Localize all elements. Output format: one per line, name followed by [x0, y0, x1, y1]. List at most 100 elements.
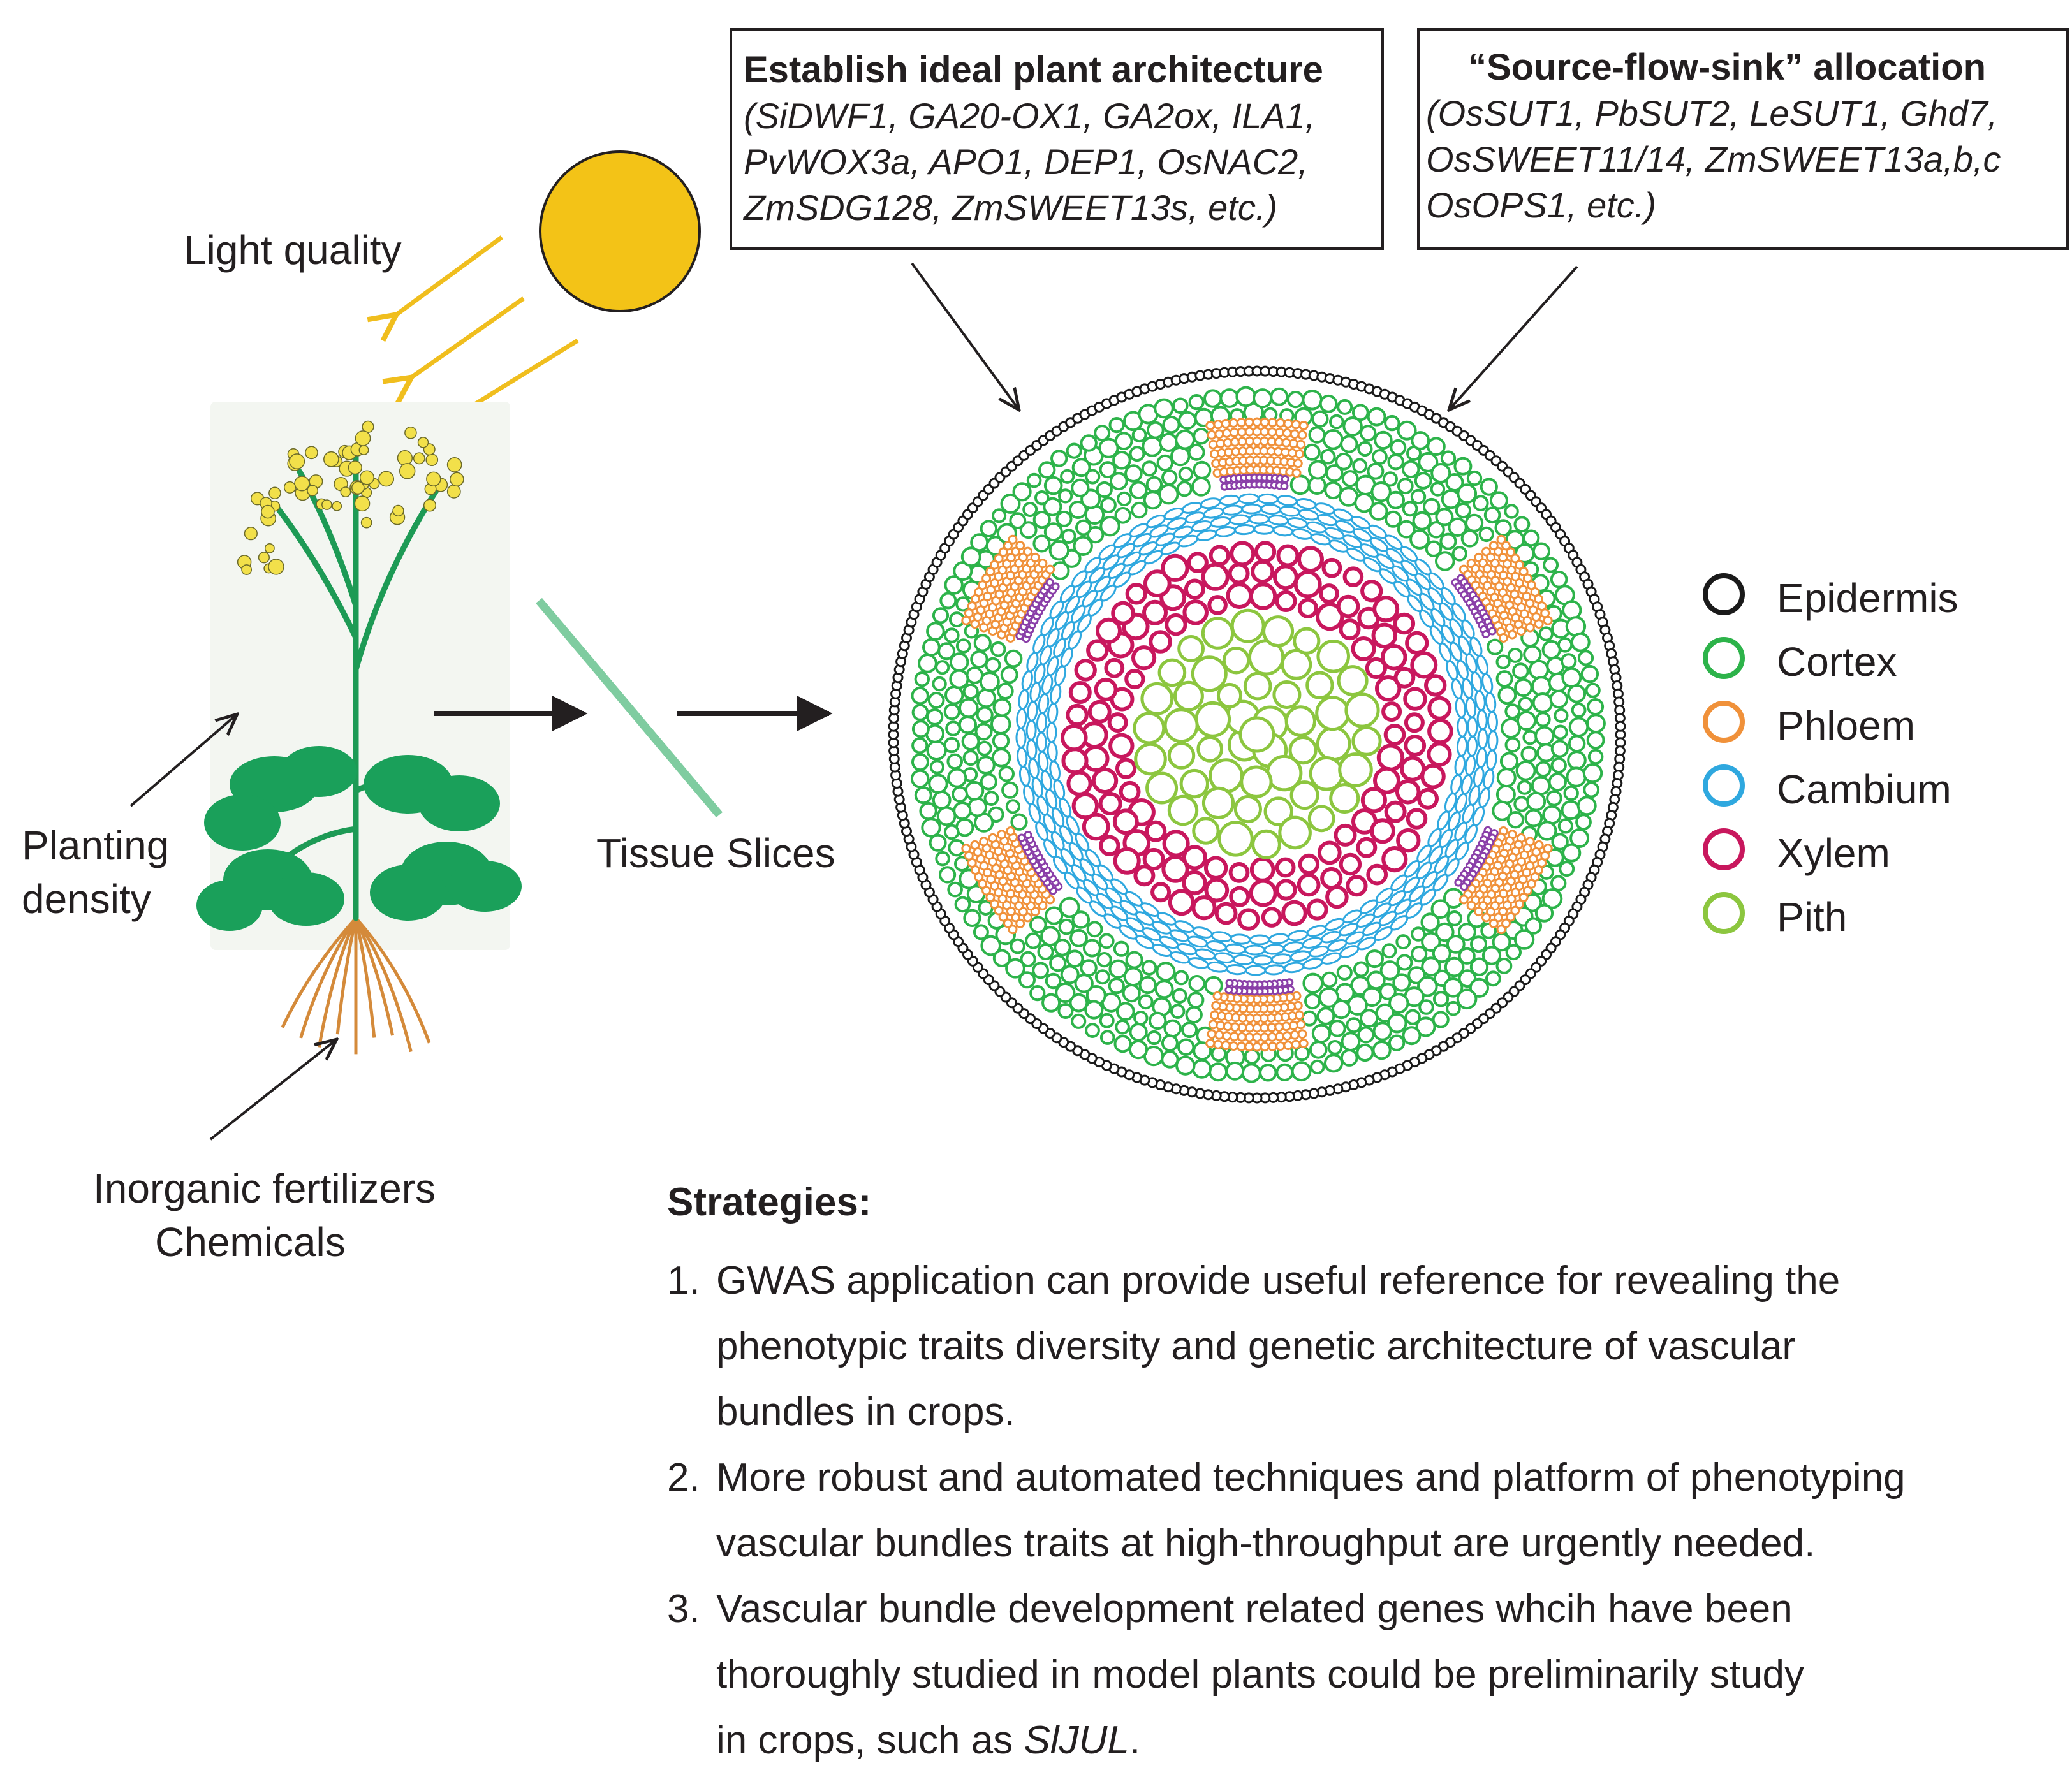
tissue-cell [974, 722, 993, 741]
tissue-cell [1367, 407, 1386, 427]
tissue-cell [929, 759, 945, 775]
epidermis-cell [1615, 720, 1626, 732]
tissue-cell [1032, 511, 1051, 529]
phloem-cell [1498, 906, 1508, 916]
tissue-cell [1054, 939, 1071, 956]
tissue-cell [1055, 982, 1076, 1004]
tissue-cell [1504, 736, 1521, 753]
tissue-cell [1175, 429, 1195, 450]
phloem-cell [1506, 547, 1516, 557]
cambium-cell [1268, 933, 1289, 944]
tissue-cell [1549, 689, 1569, 709]
tissue-cell [1249, 857, 1275, 882]
tissue-slices-label: Tissue Slices [596, 830, 835, 876]
flower-dot [321, 499, 332, 510]
tissue-cell [1342, 566, 1364, 588]
tissue-cell [1133, 865, 1156, 887]
allocation-box-line: OsSWEET11/14, ZmSWEET13a,b,c [1426, 139, 2001, 179]
tissue-cell [1342, 416, 1363, 437]
tissue-cell [1370, 481, 1392, 502]
phloem-cell [979, 837, 989, 847]
tissue-cell [980, 520, 998, 538]
tissue-cell [1562, 843, 1582, 863]
tissue-cell [1372, 1021, 1392, 1041]
tissue-cell [1163, 1019, 1182, 1038]
tissue-cell [1249, 582, 1277, 610]
light-ray [466, 339, 579, 410]
flower-dot [397, 450, 413, 466]
tissue-cell [1583, 781, 1600, 798]
cambium-cell [1241, 503, 1263, 515]
cambium-cell [1244, 944, 1266, 956]
strategy-line: phenotypic traits diversity and genetic … [716, 1324, 1796, 1368]
tissue-cell [1131, 645, 1157, 671]
tissue-cell [1576, 796, 1597, 816]
strategies-section: Strategies: 1. GWAS application can prov… [667, 1180, 2057, 1773]
tissue-cell [1396, 954, 1413, 971]
tissue-cell [1099, 835, 1120, 857]
tissue-cell [926, 708, 944, 726]
tissue-cell [976, 688, 996, 708]
tissue-cell [1182, 870, 1207, 896]
phloem-cell [1214, 1030, 1224, 1040]
tissue-cell [1133, 712, 1166, 745]
tissue-cell [1228, 862, 1250, 883]
cambium-cell [1047, 741, 1058, 763]
tissue-cell [914, 671, 930, 687]
tissue-cell [1327, 1040, 1343, 1055]
sieve-cell [1045, 578, 1054, 587]
tissue-cell [1244, 1048, 1260, 1065]
tissue-cell [946, 753, 963, 770]
tissue-cell [1273, 564, 1298, 590]
leaf-shape [268, 872, 344, 926]
tissue-cell [1288, 736, 1318, 765]
sieve-tubes [1015, 473, 1499, 996]
tissue-cell [963, 909, 981, 928]
tissue-cell [1529, 659, 1549, 680]
cambium-cell [1026, 738, 1038, 760]
phloem-cell [1006, 826, 1016, 836]
tissue-cell [1182, 599, 1209, 625]
phloem-cell [997, 894, 1008, 904]
tissue-cell [976, 756, 996, 775]
phloem-cell [1498, 553, 1508, 563]
tissue-cell [1338, 752, 1373, 787]
tissue-cell [1032, 962, 1049, 979]
strategy-text: . [1129, 1718, 1141, 1762]
tissue-cell [992, 698, 1012, 717]
tissue-cell [1308, 426, 1326, 444]
tissue-cell [1383, 724, 1406, 746]
tissue-cell [1550, 757, 1567, 774]
tissue-cell [1337, 399, 1353, 415]
flower-dot [268, 486, 281, 500]
tissue-cell [1586, 713, 1606, 733]
phloem-cell [1267, 427, 1277, 437]
tissue-cell [1335, 452, 1353, 471]
sieve-cell [1224, 986, 1233, 995]
phloem-cell [1510, 905, 1520, 916]
sieve-cell [1460, 882, 1469, 891]
tissue-cell [1324, 1053, 1344, 1073]
tissue-cell [973, 924, 989, 940]
tissue-cell [1384, 800, 1407, 823]
tissue-cell [1440, 450, 1457, 466]
tissue-cell [1554, 708, 1569, 724]
tissue-cell [918, 654, 937, 673]
tissue-cell [947, 881, 963, 898]
tissue-cell [1029, 985, 1046, 1002]
tissue-cell [1446, 910, 1463, 926]
tissue-cell [1108, 733, 1135, 759]
tissue-cell [1161, 1050, 1179, 1069]
phloem-cell [1296, 439, 1306, 450]
flower-dot [283, 481, 297, 494]
phloem-cell [988, 833, 998, 843]
tissue-cell [1270, 387, 1289, 406]
tissue-cell [1380, 644, 1407, 671]
phloem-cell [1275, 427, 1285, 437]
tissue-cell [1099, 516, 1120, 537]
tissue-cell [1177, 1038, 1195, 1056]
tissue-cell [983, 791, 999, 806]
phloem-cell [1003, 918, 1013, 928]
tissue-cell [1161, 469, 1178, 486]
tissue-cell [1458, 947, 1476, 965]
